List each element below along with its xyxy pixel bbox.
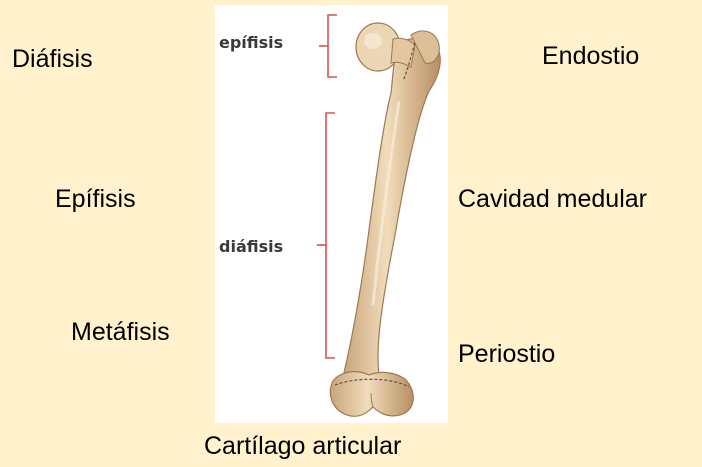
femur-figure: epífisis diáfisis xyxy=(215,5,448,423)
figure-label-diafisis: diáfisis xyxy=(219,237,283,256)
term-periostio: Periostio xyxy=(458,342,555,367)
term-cartilago-articular: Cartílago articular xyxy=(204,434,401,459)
term-cavidad-medular: Cavidad medular xyxy=(458,187,647,212)
femur-illustration: epífisis diáfisis xyxy=(215,5,448,423)
femur-bone xyxy=(330,23,440,416)
term-diafisis: Diáfisis xyxy=(12,47,93,72)
diafisis-bracket xyxy=(317,113,335,358)
term-epifisis: Epífisis xyxy=(55,187,136,212)
figure-label-epifisis: epífisis xyxy=(219,33,283,52)
term-endostio: Endostio xyxy=(542,44,639,69)
epifisis-bracket xyxy=(319,15,337,77)
term-metafisis: Metáfisis xyxy=(71,320,170,345)
